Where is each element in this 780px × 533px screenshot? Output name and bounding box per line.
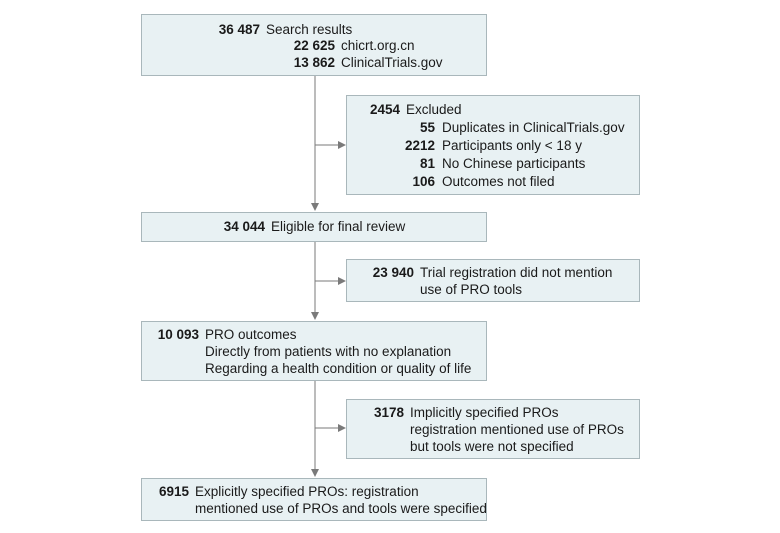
- no-chinese-label: No Chinese participants: [442, 156, 586, 171]
- pro-outcomes-label: PRO outcomes: [205, 327, 297, 342]
- excluded-label: Excluded: [406, 102, 462, 117]
- implicit-pros-box: 3178 Implicitly specified PROs registrat…: [346, 399, 640, 459]
- eligible-label: Eligible for final review: [271, 219, 406, 234]
- implicit-pros-label: Implicitly specified PROs: [410, 405, 559, 420]
- clinicaltrials-label: ClinicalTrials.gov: [341, 55, 443, 70]
- excluded-box: 2454 Excluded 55 Duplicates in ClinicalT…: [346, 95, 640, 195]
- no-chinese-count: 81: [419, 156, 435, 171]
- search-results-count: 36 487: [218, 22, 260, 37]
- pro-outcomes-count: 10 093: [157, 327, 199, 342]
- duplicates-count: 55: [419, 120, 435, 135]
- chicrt-label: chicrt.org.cn: [341, 38, 415, 53]
- outcomes-not-filed-label: Outcomes not filed: [442, 174, 555, 189]
- minors-label: Participants only < 18 y: [442, 138, 582, 153]
- pro-outcomes-box: 10 093 PRO outcomes Directly from patien…: [141, 321, 487, 381]
- pro-criterion-health: Regarding a health condition or quality …: [205, 361, 472, 376]
- explicit-pros-count: 6915: [158, 484, 189, 499]
- explicit-pros-label-line2: mentioned use of PROs and tools were spe…: [195, 501, 487, 516]
- no-pro-tools-label-line2: use of PRO tools: [420, 282, 523, 297]
- explicit-pros-box: 6915 Explicitly specified PROs: registra…: [141, 478, 487, 521]
- outcomes-not-filed-count: 106: [412, 174, 435, 189]
- no-pro-tools-label-line1: Trial registration did not mention: [420, 265, 613, 280]
- explicit-pros-label-line1: Explicitly specified PROs: registration: [195, 484, 419, 499]
- eligible-box: 34 044 Eligible for final review: [141, 212, 487, 242]
- chicrt-count: 22 625: [293, 38, 335, 53]
- search-results-label: Search results: [266, 22, 353, 37]
- minors-count: 2212: [404, 138, 435, 153]
- search-results-box: 36 487 Search results 22 625 chicrt.org.…: [141, 14, 487, 76]
- duplicates-label: Duplicates in ClinicalTrials.gov: [442, 120, 625, 135]
- eligible-count: 34 044: [223, 219, 265, 234]
- no-pro-tools-box: 23 940 Trial registration did not mentio…: [346, 259, 640, 302]
- clinicaltrials-count: 13 862: [293, 55, 335, 70]
- implicit-pros-count: 3178: [373, 405, 404, 420]
- no-pro-tools-count: 23 940: [372, 265, 414, 280]
- pro-criterion-direct: Directly from patients with no explanati…: [205, 344, 452, 359]
- implicit-pros-detail-2: but tools were not specified: [410, 439, 574, 454]
- implicit-pros-detail-1: registration mentioned use of PROs: [410, 422, 624, 437]
- excluded-count: 2454: [369, 102, 400, 117]
